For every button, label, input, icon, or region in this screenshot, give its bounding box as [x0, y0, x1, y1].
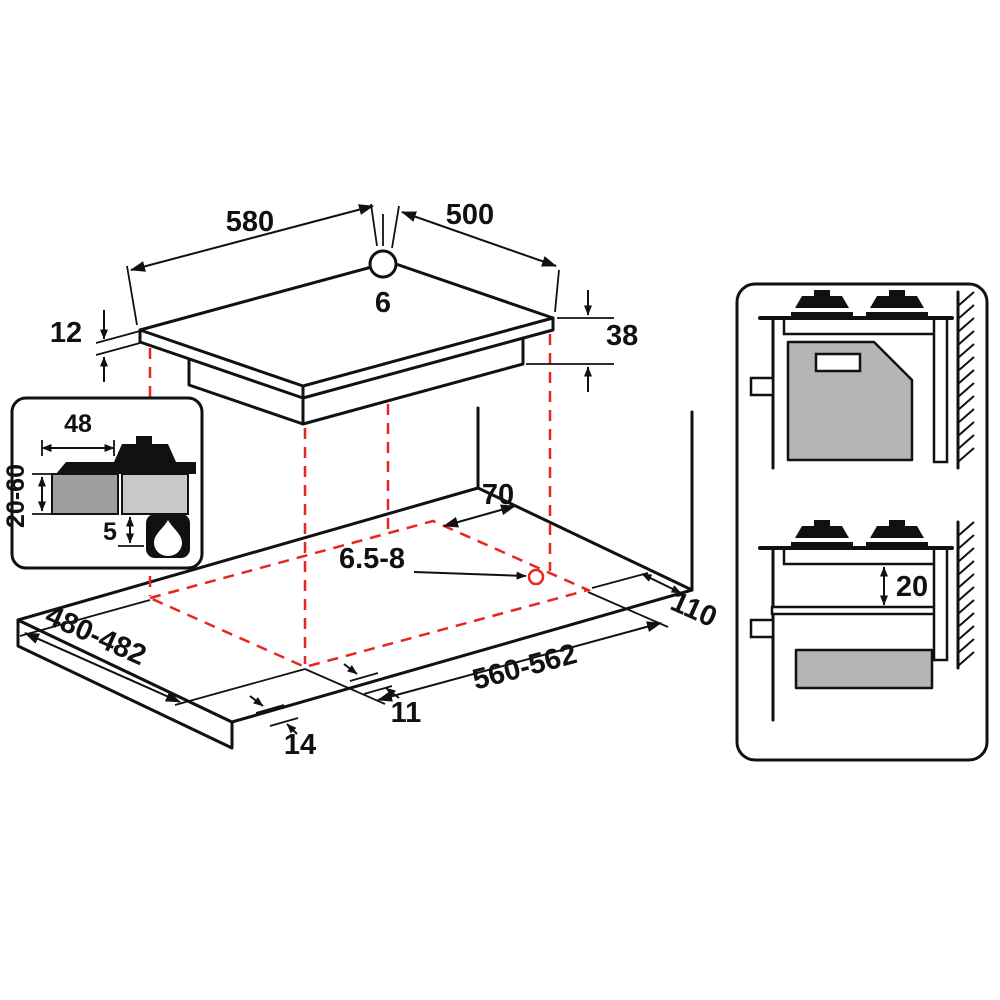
shelf-board — [770, 605, 946, 616]
wall-hatching-top — [957, 291, 975, 463]
inset-worktop-section — [51, 473, 119, 515]
flame-glyph — [154, 520, 182, 556]
dim-label-rear-clearance: 70 — [482, 479, 514, 511]
dim-label-hob-depth: 500 — [446, 199, 494, 231]
hob-isometric: 6 — [138, 214, 555, 426]
back-panel-bottom — [932, 546, 949, 662]
dim-label-body-height: 38 — [606, 320, 638, 352]
dim-label-min-gap: 5 — [103, 518, 117, 546]
cabinet-vent — [814, 352, 862, 373]
dim-label-shelf-clearance: 20 — [896, 571, 928, 603]
dimension-48: 48 — [41, 410, 115, 456]
hob-underbox-bottom — [782, 546, 942, 566]
cabinet-bracket — [749, 376, 775, 397]
drawer-block — [794, 648, 934, 690]
dim-label-hob-width: 580 — [226, 206, 274, 238]
dimension-20-60: 20-60 — [2, 464, 52, 528]
worktop-back-edges — [476, 406, 694, 592]
inset-burner — [114, 444, 176, 462]
gas-inlet-hole — [527, 568, 545, 586]
cross-section-inset: 48 20-60 5 — [2, 396, 204, 570]
inset-hob-body — [121, 473, 189, 515]
hob-underbox-top — [782, 316, 942, 336]
dimension-14: 14 — [249, 695, 316, 761]
dimension-20: 20 — [880, 566, 928, 606]
dimension-5: 5 — [103, 516, 144, 547]
hob-gas-hole — [368, 249, 398, 279]
dimension-11: 11 — [343, 663, 422, 729]
inset-burner-cap — [136, 436, 152, 444]
cutout-dashed-outline — [146, 519, 592, 669]
inset-hob-glass — [56, 462, 196, 474]
dimension-38: 38 — [526, 290, 638, 392]
dim-label-clearance: 48 — [64, 410, 92, 438]
dim-label-front-offset: 14 — [284, 729, 316, 761]
dimension-580: 580 — [126, 203, 378, 326]
dim-label-worktop-thickness: 20-60 — [2, 464, 30, 528]
dimension-12: 12 — [50, 310, 141, 382]
dimension-70: 70 — [443, 479, 516, 528]
side-view-cabinet — [749, 290, 975, 470]
dimension-inlet-hole: 6.5-8 — [339, 543, 527, 580]
wall-hatching-bottom — [957, 521, 975, 667]
side-view-shelf: 20 — [749, 520, 975, 722]
back-panel-top — [932, 316, 949, 464]
dim-label-hole-diameter: 6 — [375, 287, 391, 319]
dimension-500: 500 — [391, 199, 560, 313]
hob-body-box — [187, 336, 525, 426]
shelf-bracket — [749, 618, 775, 639]
gas-flame-icon — [146, 514, 190, 558]
side-view-panel: 20 — [735, 282, 989, 762]
hob-top-face — [138, 260, 555, 388]
dim-label-edge-thickness: 12 — [50, 317, 82, 349]
dim-label-side-offset: 11 — [391, 697, 422, 729]
dim-label-inlet-hole: 6.5-8 — [339, 543, 405, 575]
